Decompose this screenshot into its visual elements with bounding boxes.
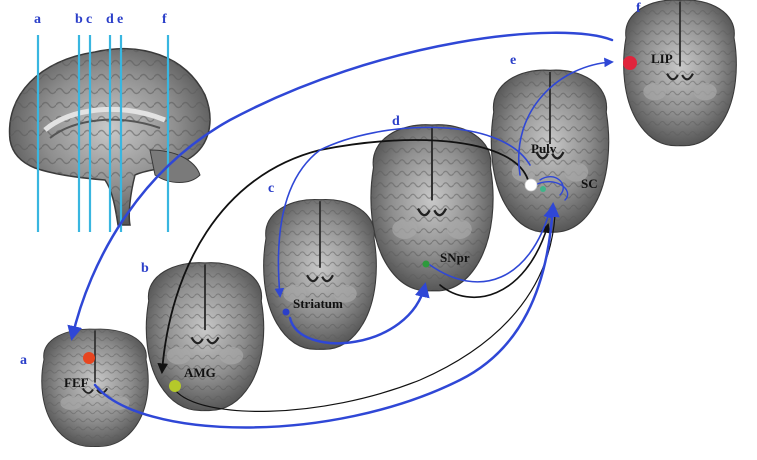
lip-label: LIP: [651, 51, 673, 66]
connection-snpr-to-sc: [439, 223, 551, 298]
connection-labels: a b c d e f: [20, 1, 641, 368]
snpr-dot: [422, 260, 430, 268]
striatum-dot: [282, 308, 290, 316]
slice-label-b: b: [75, 12, 83, 27]
connection-snpr-to-sc: [429, 208, 553, 283]
sc-label: SC: [581, 176, 598, 191]
slice-label-e: e: [117, 12, 123, 27]
connection-sc-arcs: [534, 176, 569, 201]
slice-line-labels: a b c d e f: [34, 12, 167, 27]
region-labels: FEF AMG Striatum SNpr Pulv SC LIP: [64, 51, 673, 390]
coronal-slice-c: [262, 198, 378, 351]
connection-striatum-to-snpr: [288, 282, 430, 345]
slice-lines: [36, 35, 170, 232]
pulv-dot: [524, 178, 538, 192]
sc-dot: [540, 186, 546, 192]
amg-dot: [169, 380, 181, 392]
connection-label-e: e: [510, 53, 516, 68]
connection-label-d: d: [392, 114, 400, 129]
slice-label-f: f: [162, 12, 167, 27]
slice-label-d: d: [106, 12, 114, 27]
region-dots: [83, 56, 637, 392]
connection-lip-to-fef: [67, 31, 614, 341]
connection-amg-to-sc: [174, 214, 556, 412]
connection-label-c: c: [268, 181, 274, 196]
fef-dot: [83, 352, 95, 364]
snpr-label: SNpr: [440, 250, 470, 265]
amg-label: AMG: [184, 365, 216, 380]
slice-label-c: c: [86, 12, 92, 27]
slice-label-a: a: [34, 12, 41, 27]
coronal-slice-b: [145, 261, 265, 412]
connection-label-b: b: [141, 261, 149, 276]
connection-sc-to-striatum: [274, 126, 531, 298]
connection-fef-to-sc: [93, 202, 560, 429]
fef-label: FEF: [64, 375, 89, 390]
coronal-slice-f: [622, 0, 738, 147]
pulv-label: Pulv: [531, 141, 557, 156]
coronal-label-f: f: [636, 1, 641, 16]
blue-connections: [67, 31, 614, 429]
lip-dot: [623, 56, 637, 70]
coronal-slice-a: [40, 328, 150, 448]
coronal-label-a: a: [20, 353, 27, 368]
striatum-label: Striatum: [293, 296, 343, 311]
